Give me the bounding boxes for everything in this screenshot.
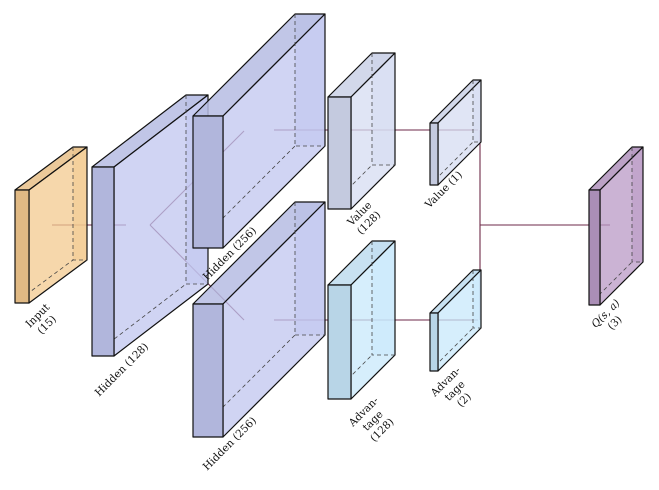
value-out-block-front-face <box>429 122 439 186</box>
adv-out-label: Advan- tage (2) <box>428 364 474 409</box>
input-block-front-face <box>14 189 30 304</box>
hidden1-block <box>91 94 209 357</box>
hidden1-block-front-face <box>91 166 115 357</box>
output-block-front-face <box>588 189 601 306</box>
hidden2a-block-front-face <box>192 115 224 249</box>
adv-hidden-label: Advan- tage (128) <box>346 394 397 444</box>
output-block-hidden-edge-back <box>631 147 643 263</box>
hidden2b-block-front-face <box>192 303 224 438</box>
value-hidden-block-hidden-edge-back <box>371 53 395 166</box>
adv-out-block-hidden-edge-back <box>472 270 481 329</box>
adv-hidden-block <box>327 240 396 400</box>
hidden1-block-hidden-edge-back <box>185 95 208 285</box>
output-block <box>588 146 644 306</box>
hidden2b-block-hidden-edge-back <box>294 202 325 336</box>
adv-out-block <box>429 269 482 372</box>
hidden2a-block-hidden-edge-back <box>294 14 325 147</box>
hidden2b-block <box>192 201 326 438</box>
layer-blocks <box>14 13 644 438</box>
input-block-hidden-edge-bottom <box>14 259 74 304</box>
adv-hidden-block-front-face <box>327 284 352 400</box>
value-hidden-block <box>327 52 396 210</box>
adv-out-block-front-face <box>429 312 439 372</box>
input-label: Input (15) <box>24 301 59 337</box>
hidden1-block-hidden-edge-bottom <box>91 283 187 357</box>
value-out-block <box>429 79 482 186</box>
input-block <box>14 146 88 304</box>
output-block-side-face <box>599 146 644 306</box>
input-block-side-face <box>28 146 88 304</box>
hidden2a-block <box>192 13 326 249</box>
adv-hidden-block-hidden-edge-back <box>371 241 395 356</box>
value-hidden-block-front-face <box>327 96 352 210</box>
